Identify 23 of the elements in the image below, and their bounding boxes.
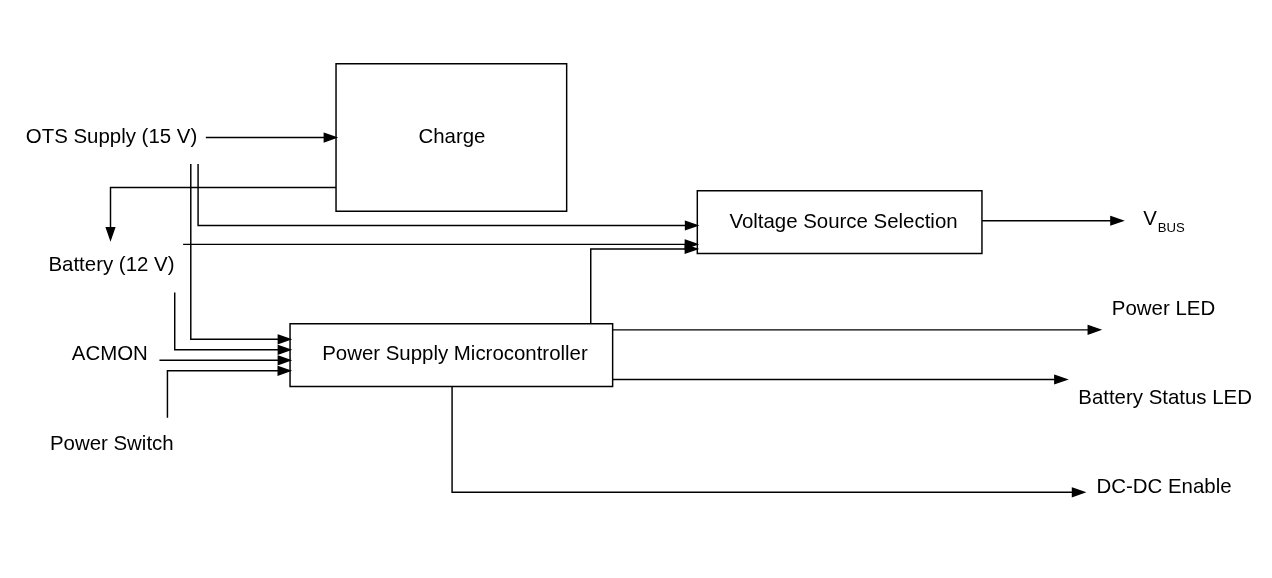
arrow — [166, 365, 293, 419]
node-text: DC-DC Enable — [1096, 475, 1232, 498]
node-text: Battery Status LED — [1078, 386, 1252, 409]
node-text: Power Switch — [49, 431, 174, 454]
arrow — [190, 163, 293, 345]
node-text: OTS Supply (15 V) — [25, 124, 198, 147]
node-text: Power LED — [1111, 297, 1216, 320]
node-text: V$_{BUS}$ — [1143, 206, 1185, 236]
arrow — [174, 291, 293, 355]
arrow — [611, 374, 1069, 385]
arrow — [451, 386, 1087, 498]
arrow — [981, 215, 1125, 226]
arrow — [197, 163, 700, 231]
arrow — [158, 355, 293, 366]
arrow — [590, 243, 700, 324]
node-box: Charge — [335, 63, 568, 212]
arrow — [105, 186, 337, 242]
arrow — [205, 132, 339, 143]
node-box: Voltage Source Selection — [696, 190, 983, 255]
node-text: Battery (12 V) — [48, 253, 175, 276]
node-box: Power Supply Microcontroller — [289, 322, 614, 388]
node-text: ACMON — [71, 342, 148, 365]
arrow — [611, 324, 1103, 335]
